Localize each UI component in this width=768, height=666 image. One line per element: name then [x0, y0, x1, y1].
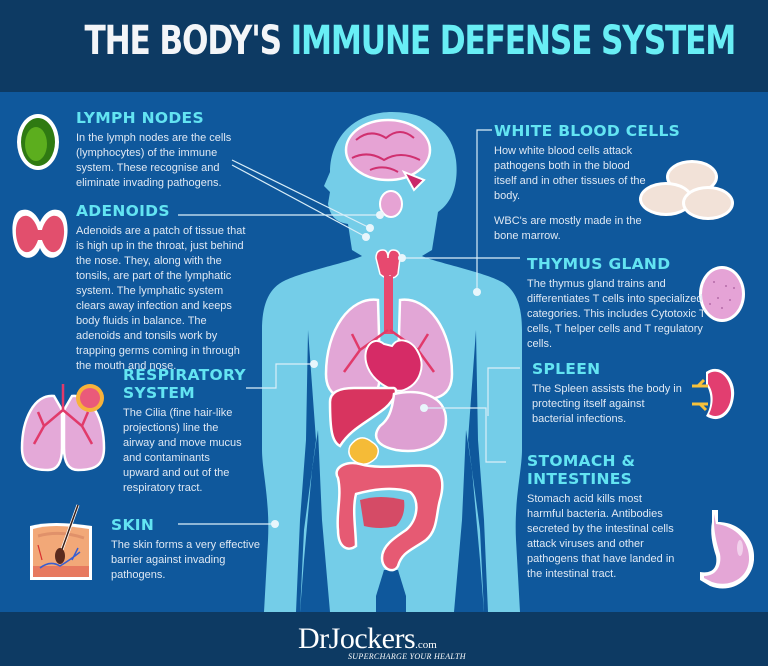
connector-dots [271, 211, 481, 528]
body-diagram [12, 112, 755, 612]
title-cyan: IMMUNE DEFENSE SYSTEM [290, 18, 737, 64]
section-stomach-intestines: STOMACH & INTESTINES Stomach acid kills … [527, 452, 677, 582]
thymus-cell-icon [699, 266, 745, 322]
section-spleen: SPLEEN The Spleen assists the body in pr… [532, 360, 682, 427]
spleen-body: The Spleen assists the body in protectin… [532, 383, 682, 425]
infographic-main: LYMPH NODES In the lymph nodes are the c… [0, 92, 768, 612]
lungs-icon [20, 384, 106, 472]
section-respiratory: RESPIRATORY SYSTEM The Cilia (fine hair-… [123, 366, 246, 496]
footer: DrJockers.com SUPERCHARGE YOUR HEALTH [0, 612, 768, 666]
respiratory-title: RESPIRATORY SYSTEM [123, 366, 246, 402]
respiratory-title-line1: RESPIRATORY [123, 366, 246, 384]
section-lymph-nodes: LYMPH NODES In the lymph nodes are the c… [76, 109, 256, 191]
connector-lines [178, 129, 520, 525]
logo-main: DrJockers [298, 622, 416, 655]
logo-tagline: SUPERCHARGE YOUR HEALTH [348, 652, 466, 661]
pancreas-icon [348, 437, 379, 465]
white-blood-cells-title: WHITE BLOOD CELLS [494, 122, 681, 140]
thymus-organ-icon [375, 249, 401, 334]
skin-layer-icon [30, 504, 92, 580]
neck-gland-icon [379, 190, 403, 218]
skin-body: The skin forms a very effective barrier … [111, 539, 260, 581]
spleen-title: SPLEEN [532, 360, 601, 378]
section-white-blood-cells: WHITE BLOOD CELLS How white blood cells … [494, 122, 681, 244]
adenoids-title: ADENOIDS [76, 202, 170, 220]
stomach-icon [700, 510, 755, 589]
stomach-title-line2: INTESTINES [527, 470, 633, 488]
lungs-organ-icon [324, 298, 454, 402]
stomach-body: Stomach acid kills most harmful bacteria… [527, 493, 675, 580]
lymph-nodes-body: In the lymph nodes are the cells (lympho… [76, 132, 232, 189]
spleen-icon [692, 368, 735, 420]
heart-icon [364, 339, 423, 392]
thymus-body: The thymus gland trains and differentiat… [527, 278, 706, 350]
drjockers-logo[interactable]: DrJockers.com SUPERCHARGE YOUR HEALTH [298, 622, 466, 661]
lymph-nodes-title: LYMPH NODES [76, 109, 204, 127]
respiratory-body: The Cilia (fine hair-like projections) l… [123, 407, 242, 494]
white-blood-cells-icon [639, 160, 734, 220]
section-thymus: THYMUS GLAND The thymus gland trains and… [527, 255, 707, 352]
brain-icon [344, 118, 432, 192]
adenoids-icon [12, 209, 68, 258]
respiratory-title-line2: SYSTEM [123, 384, 195, 402]
page-title: THE BODY'S IMMUNE DEFENSE SYSTEM [84, 18, 736, 64]
skin-title: SKIN [111, 516, 155, 534]
section-skin: SKIN The skin forms a very effective bar… [111, 516, 261, 583]
intestines-icon [335, 461, 444, 572]
title-white: THE BODY'S [84, 18, 282, 64]
liver-icon [328, 386, 398, 448]
section-adenoids: ADENOIDS Adenoids are a patch of tissue … [76, 202, 246, 374]
logo-domain: .com [415, 639, 437, 651]
stomach-title: STOMACH & INTESTINES [527, 452, 677, 488]
adenoids-body: Adenoids are a patch of tissue that is h… [76, 225, 246, 372]
white-blood-cells-body: How white blood cells attack pathogens b… [494, 145, 646, 202]
thymus-title: THYMUS GLAND [527, 255, 671, 273]
white-blood-cells-body2: WBC's are mostly made in the bone marrow… [494, 215, 642, 242]
stomach-title-line1: STOMACH & [527, 452, 636, 470]
stomach-organ-icon [375, 390, 448, 453]
lymph-node-icon [17, 114, 59, 170]
header-banner: THE BODY'S IMMUNE DEFENSE SYSTEM [0, 0, 768, 92]
